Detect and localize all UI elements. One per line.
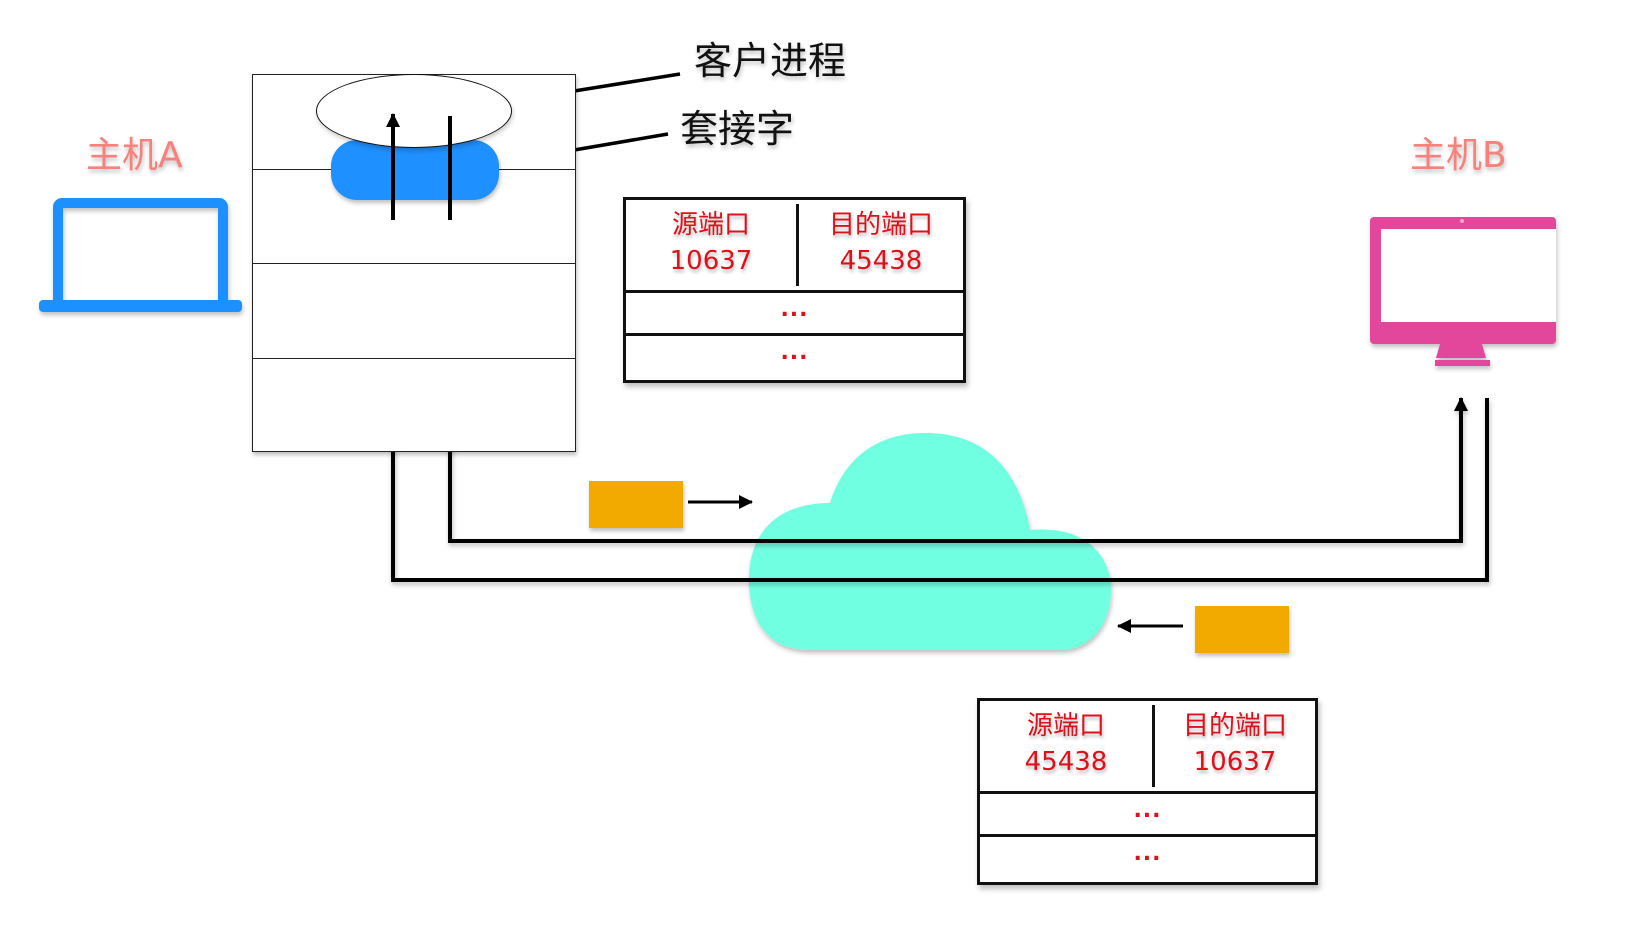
- column-divider: [1152, 705, 1155, 787]
- dest-port-value: 10637: [1193, 747, 1277, 777]
- source-port-value: 10637: [669, 246, 753, 276]
- stack-layer-divider: [253, 263, 575, 264]
- column-divider: [796, 204, 799, 286]
- dest-port-title: 目的端口: [1182, 711, 1287, 741]
- segment-header-table-incoming: 源端口 45438 目的端口 10637 ... ...: [977, 698, 1318, 885]
- source-port-value: 45438: [1024, 747, 1108, 777]
- client-process-label: 客户进程: [694, 39, 847, 83]
- source-port-title: 源端口: [1026, 711, 1105, 741]
- table-row: ...: [980, 794, 1315, 837]
- laptop-icon: [39, 198, 242, 312]
- incoming-packet: [1195, 606, 1289, 653]
- dest-port-cell: 目的端口 45438: [799, 200, 963, 290]
- source-port-cell: 源端口 10637: [626, 200, 796, 290]
- host-a-label: 主机A: [86, 135, 183, 176]
- segment-header-table-outgoing: 源端口 10637 目的端口 45438 ... ...: [623, 197, 966, 383]
- host-b-label: 主机B: [1410, 135, 1507, 176]
- outgoing-packet: [589, 481, 683, 528]
- dest-port-value: 45438: [839, 246, 923, 276]
- dest-port-title: 目的端口: [828, 210, 933, 240]
- socket-shape: [331, 140, 499, 200]
- source-port-cell: 源端口 45438: [980, 701, 1152, 791]
- table-row: ...: [1133, 841, 1162, 866]
- dest-port-cell: 目的端口 10637: [1155, 701, 1315, 791]
- stack-layer-divider: [253, 358, 575, 359]
- source-port-title: 源端口: [671, 210, 750, 240]
- desktop-monitor-icon: [1370, 217, 1556, 366]
- table-row: ...: [780, 340, 809, 365]
- table-row: ...: [626, 293, 963, 336]
- port-header-row: 源端口 10637 目的端口 45438: [626, 200, 963, 293]
- client-process-ellipse: [316, 74, 512, 148]
- socket-label: 套接字: [680, 107, 795, 151]
- port-header-row: 源端口 45438 目的端口 10637: [980, 701, 1315, 794]
